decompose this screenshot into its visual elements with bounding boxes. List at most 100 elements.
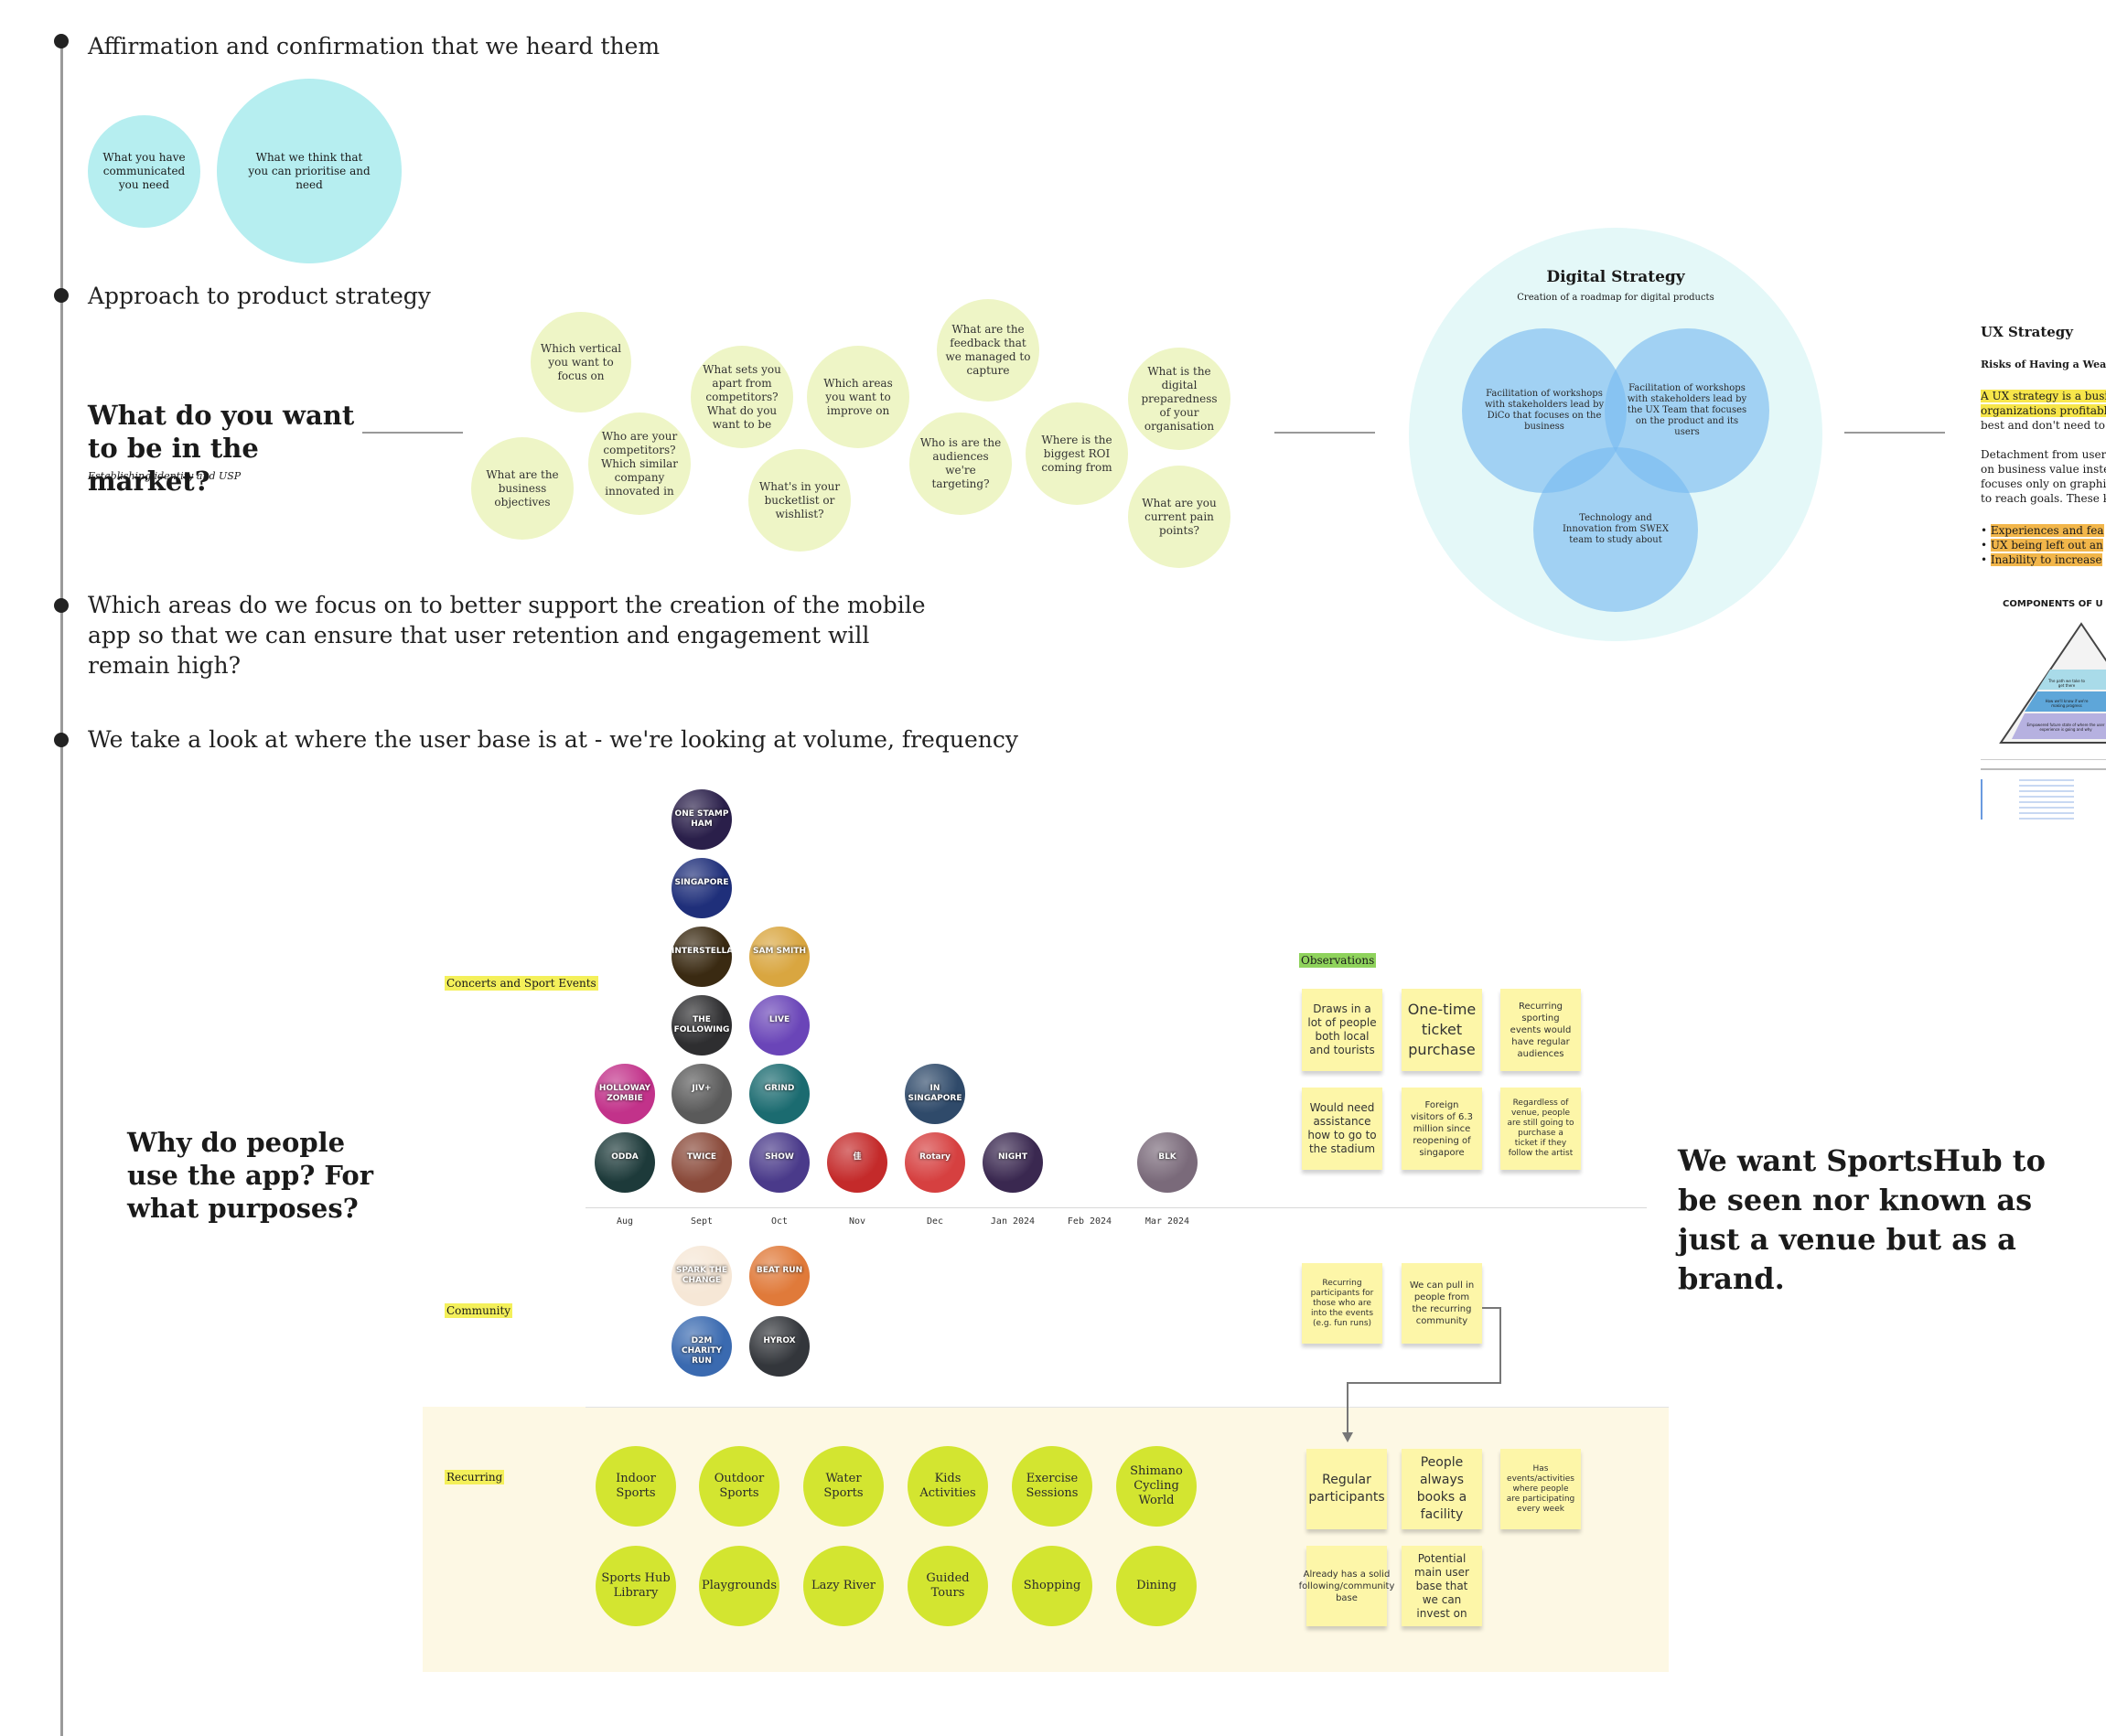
event-thumbnail-label: Rotary xyxy=(919,1152,951,1162)
section-heading-user-base: We take a look at where the user base is… xyxy=(88,726,1018,753)
section-heading-approach: Approach to product strategy xyxy=(88,283,431,309)
event-thumbnail[interactable]: LIVE xyxy=(749,995,810,1056)
month-tick-label: Dec xyxy=(926,1216,944,1227)
sticky-note: Already has a solid following/community … xyxy=(1299,1546,1394,1626)
event-thumbnail[interactable]: SHOW xyxy=(749,1132,810,1193)
divider xyxy=(1981,759,2106,760)
market-bubble: Which areas you want to improve on xyxy=(807,346,909,448)
event-thumbnail-label: HYROX xyxy=(763,1336,796,1345)
venn-circle-swex: Technology and Innovation from SWEX team… xyxy=(1533,447,1698,612)
event-thumbnail[interactable]: ONE STAMP HAM xyxy=(672,789,732,850)
section-heading-affirmation: Affirmation and confirmation that we hea… xyxy=(88,33,661,59)
event-thumbnail[interactable]: THE FOLLOWING xyxy=(672,995,732,1056)
observations-label: Observations xyxy=(1299,953,1377,968)
event-thumbnail[interactable]: D2M CHARITY RUN xyxy=(672,1316,732,1377)
sticky-note: Draws in a lot of people both local and … xyxy=(1302,989,1382,1071)
sticky-note: We can pull in people from the recurring… xyxy=(1402,1263,1482,1344)
event-thumbnail[interactable]: IN SINGAPORE xyxy=(905,1064,965,1124)
divider xyxy=(1981,768,2106,770)
event-thumbnail[interactable]: HYROX xyxy=(749,1316,810,1377)
ux-bullet: Experiences and fea xyxy=(1990,524,2104,537)
event-thumbnail[interactable]: SPARK THE CHANGE xyxy=(672,1246,732,1306)
flow-arrow xyxy=(1342,1307,1501,1442)
month-tick-label: Jan 2024 xyxy=(990,1216,1036,1227)
event-thumbnail[interactable]: JIV+ xyxy=(672,1064,732,1124)
recurring-activity: Playgrounds xyxy=(699,1546,779,1626)
month-tick-label: Sept xyxy=(690,1216,714,1227)
sticky-note: Recurring sporting events would have reg… xyxy=(1500,989,1581,1071)
event-thumbnail-label: NIGHT xyxy=(998,1152,1027,1162)
event-thumbnail[interactable]: BLK xyxy=(1137,1132,1198,1193)
timeline-dot xyxy=(54,288,69,303)
ux-bullet: Inability to increase xyxy=(1990,553,2102,566)
ux-example-block xyxy=(2019,779,2074,820)
event-thumbnail-label: 佳 xyxy=(853,1152,862,1162)
recurring-activity: Lazy River xyxy=(803,1546,884,1626)
prioritise-need-circle: What we think that you can prioritise an… xyxy=(217,79,402,263)
event-thumbnail-label: SPARK THE CHANGE xyxy=(675,1266,728,1285)
event-thumbnail-label: IN SINGAPORE xyxy=(908,1084,962,1103)
sticky-note: People always books a facility xyxy=(1402,1449,1482,1529)
row-label-recurring: Recurring xyxy=(445,1470,505,1484)
sticky-note: Recurring participants for those who are… xyxy=(1302,1263,1382,1344)
digital-strategy-subtitle: Creation of a roadmap for digital produc… xyxy=(1517,293,1714,303)
ux-highlight-line: organizations profitable xyxy=(1981,404,2106,417)
connector-line xyxy=(1844,432,1945,434)
sticky-note: Potential main user base that we can inv… xyxy=(1402,1546,1482,1626)
event-thumbnail-label: INTERSTELLAR xyxy=(672,947,732,956)
ux-pyramid-level: Empowered future state of where the user… xyxy=(2026,723,2105,732)
event-thumbnail[interactable]: BEAT RUN xyxy=(749,1246,810,1306)
recurring-activity: Water Sports xyxy=(803,1446,884,1527)
ux-bullet: UX being left out an xyxy=(1990,539,2103,552)
ux-body-line: to reach goals. These ki xyxy=(1981,492,2106,505)
event-thumbnail[interactable]: INTERSTELLAR xyxy=(672,927,732,987)
market-bubble: Where is the biggest ROI coming from xyxy=(1026,402,1128,505)
event-thumbnail-label: BLK xyxy=(1158,1152,1177,1162)
timeline-dot xyxy=(54,733,69,747)
event-thumbnail-label: ODDA xyxy=(611,1152,639,1162)
event-thumbnail[interactable]: SAM SMITH xyxy=(749,927,810,987)
ux-body-line: focuses only on graphic xyxy=(1981,477,2106,490)
ux-highlight-line: A UX strategy is a busine xyxy=(1981,390,2106,402)
connector-line xyxy=(1274,432,1375,434)
sticky-note: One-time ticket purchase xyxy=(1402,989,1482,1071)
month-tick-label: Mar 2024 xyxy=(1144,1216,1190,1227)
ux-body-line: best and don't need to c xyxy=(1981,419,2106,432)
market-question-title: What do you want to be in the market? xyxy=(88,400,355,497)
event-thumbnail-label: TWICE xyxy=(686,1152,717,1162)
communicated-need-circle: What you have communicated you need xyxy=(88,115,200,228)
event-thumbnail[interactable]: Rotary xyxy=(905,1132,965,1193)
row-label-concerts: Concerts and Sport Events xyxy=(445,976,598,991)
market-bubble: What are the feedback that we managed to… xyxy=(937,299,1039,402)
event-thumbnail-label: JIV+ xyxy=(692,1084,712,1093)
event-thumbnail-label: SHOW xyxy=(765,1152,794,1162)
event-thumbnail[interactable]: TWICE xyxy=(672,1132,732,1193)
ux-pyramid-diagram xyxy=(1999,622,2106,744)
month-tick-label: Nov xyxy=(848,1216,866,1227)
recurring-activity: Dining xyxy=(1116,1546,1197,1626)
usage-question: Why do people use the app? For what purp… xyxy=(127,1127,374,1224)
event-thumbnail[interactable]: NIGHT xyxy=(983,1132,1043,1193)
ux-components-heading: COMPONENTS OF U xyxy=(2003,599,2103,609)
timeline-dot xyxy=(54,598,69,613)
event-thumbnail-label: GRIND xyxy=(764,1084,795,1093)
event-thumbnail[interactable]: SINGAPORE xyxy=(672,858,732,918)
month-tick-label: Aug xyxy=(616,1216,634,1227)
event-thumbnail[interactable]: ODDA xyxy=(595,1132,655,1193)
event-thumbnail[interactable]: GRIND xyxy=(749,1064,810,1124)
timeline-line xyxy=(60,40,63,1736)
sticky-note: Foreign visitors of 6.3 million since re… xyxy=(1402,1088,1482,1170)
market-bubble: Who is are the audiences we're targeting… xyxy=(909,413,1012,515)
market-bubble: Which vertical you want to focus on xyxy=(531,312,631,413)
recurring-activity: Sports Hub Library xyxy=(596,1546,676,1626)
sticky-note: Has events/activities where people are p… xyxy=(1500,1449,1581,1529)
event-thumbnail-label: ONE STAMP HAM xyxy=(674,809,729,829)
row-label-community: Community xyxy=(445,1303,513,1318)
month-tick-label: Feb 2024 xyxy=(1067,1216,1112,1227)
market-bubble: What sets you apart from competitors? Wh… xyxy=(691,346,793,448)
digital-strategy-title: Digital Strategy xyxy=(1546,268,1685,286)
event-thumbnail-label: HOLLOWAY ZOMBIE xyxy=(598,1084,651,1103)
event-thumbnail[interactable]: 佳 xyxy=(827,1132,887,1193)
event-thumbnail[interactable]: HOLLOWAY ZOMBIE xyxy=(595,1064,655,1124)
recurring-activity: Exercise Sessions xyxy=(1012,1446,1092,1527)
